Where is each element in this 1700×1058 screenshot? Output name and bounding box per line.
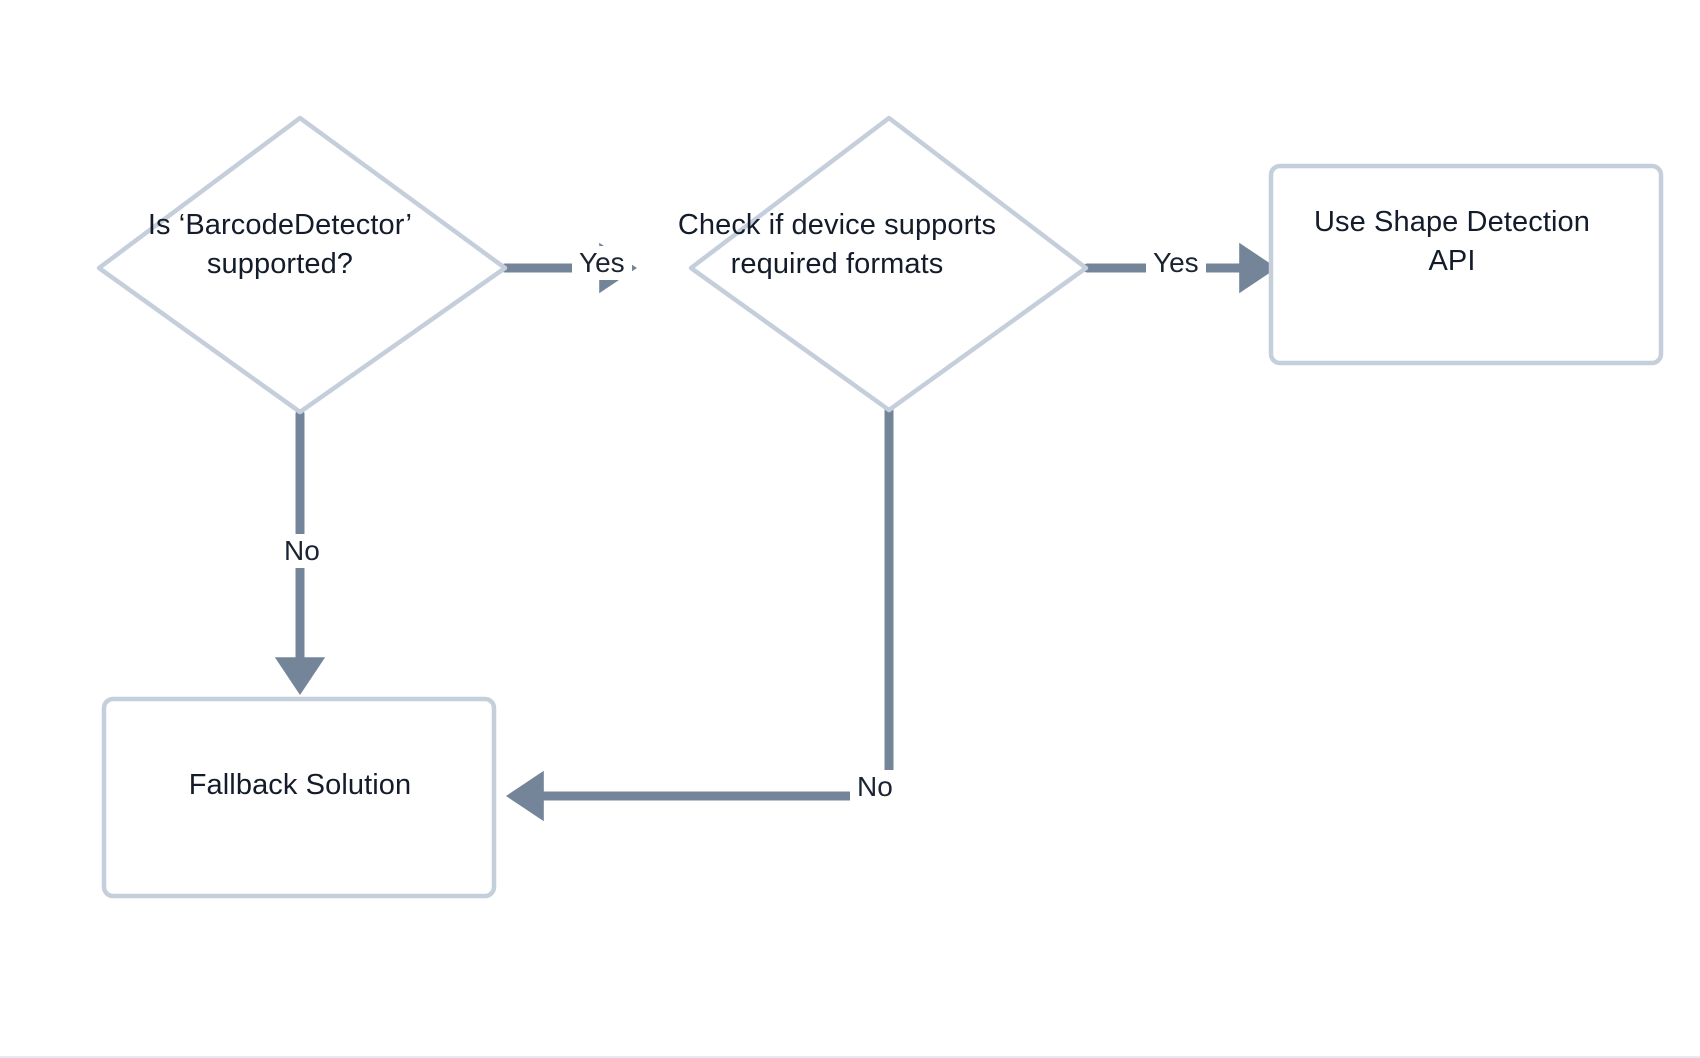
node-process-fallback[interactable] [101,696,497,899]
node-decision-formats[interactable] [688,115,1089,413]
node-process-shape-api[interactable] [1268,163,1664,366]
edge-no-2 [506,403,898,822]
node-decision-barcode[interactable] [96,115,508,415]
